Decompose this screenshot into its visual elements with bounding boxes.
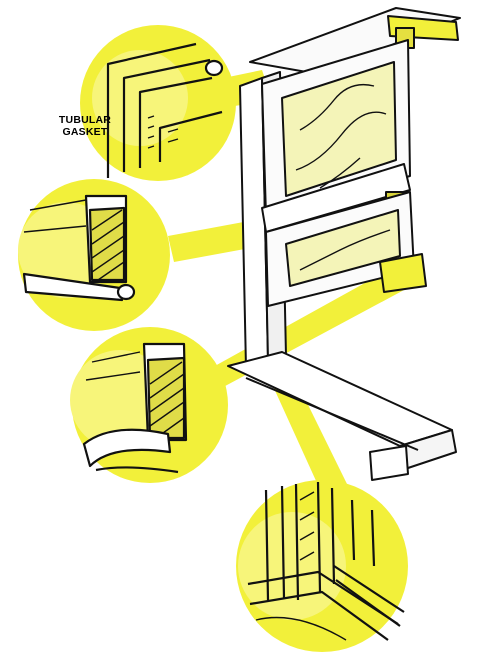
tubular-gasket-label-line1: TUBULAR xyxy=(44,114,126,126)
sill-end xyxy=(370,446,408,480)
bottom-rail-hatch xyxy=(148,358,184,438)
tubular-gasket-label: TUBULAR GASKET xyxy=(44,114,126,138)
window-sill xyxy=(228,352,452,446)
detail-circle-bottom-rail xyxy=(70,327,228,483)
rail-gasket-tube xyxy=(118,285,134,299)
detail-circle-tubular-gasket xyxy=(80,25,236,181)
detail-circle-sill-corner xyxy=(236,480,408,652)
tubular-gasket-tube xyxy=(206,61,222,75)
tubular-gasket-label-line2: GASKET xyxy=(44,126,126,138)
bottom-rail-end xyxy=(380,254,426,292)
window-assembly xyxy=(228,8,460,480)
detail-circle-meeting-rail xyxy=(18,179,170,331)
